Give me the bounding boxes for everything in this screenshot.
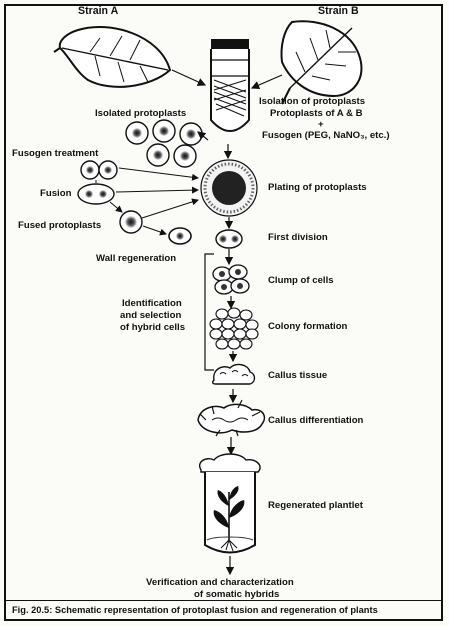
isolation-label-line1: Isolation of protoplasts [259, 96, 365, 107]
identification-line2: and selection [120, 310, 181, 321]
first-division-label: First division [268, 232, 328, 243]
strain-b-title: Strain B [318, 5, 359, 17]
fused-protoplast-cell [119, 210, 143, 234]
isolation-label-line2: Protoplasts of A & B [270, 108, 363, 119]
colony-cells [209, 307, 259, 350]
figure-caption: Fig. 20.5: Schematic representation of p… [12, 605, 378, 615]
clump-of-cells [212, 264, 250, 295]
identification-line3: of hybrid cells [120, 322, 185, 333]
leaf-a-icon [53, 26, 172, 88]
fusion-cells [77, 183, 115, 205]
plating-dish [200, 159, 258, 217]
wall-regeneration-label: Wall regeneration [96, 253, 176, 264]
fusogen-treatment-label: Fusogen treatment [12, 148, 99, 159]
figure-frame [4, 4, 443, 621]
strain-a-title: Strain A [78, 5, 119, 17]
callus-label: Callus tissue [268, 370, 327, 381]
callus-diff-label: Callus differentiation [268, 415, 364, 426]
identification-line1: Identification [122, 298, 182, 309]
caption-box [6, 600, 441, 619]
centrifuge-tube-icon [210, 39, 250, 132]
isolated-protoplasts-label: Isolated protoplasts [95, 108, 186, 119]
plus-label: + [318, 119, 324, 130]
leaf-b-icon [280, 20, 363, 105]
arrow-fused-to-wall [142, 225, 167, 236]
arrow-fusion [115, 186, 199, 194]
colony-label: Colony formation [268, 321, 348, 332]
plantlet-tube [199, 453, 261, 554]
arrow-fused [141, 198, 199, 219]
isolated-protoplasts-cluster [125, 119, 203, 168]
wall-regenerated-cell [168, 227, 192, 245]
arrow-leaf-a [171, 69, 207, 86]
verify-line1: Verification and characterization [146, 577, 294, 588]
plating-label: Plating of protoplasts [268, 182, 367, 193]
selection-bracket [204, 253, 214, 371]
fusion-label: Fusion [40, 188, 72, 199]
fused-protoplasts-label: Fused protoplasts [18, 220, 101, 231]
callus-tissue [212, 363, 256, 385]
fusogen-label: Fusogen (PEG, NaNO₃, etc.) [262, 130, 390, 141]
arrow-treatment [118, 167, 199, 181]
arrow-to-isolated [197, 131, 209, 141]
first-division-cell [215, 229, 243, 249]
callus-differentiation [197, 399, 266, 437]
plantlet-label: Regenerated plantlet [268, 500, 364, 511]
arrow-leaf-b [250, 74, 283, 89]
clump-label: Clump of cells [268, 275, 334, 286]
fusogen-treatment-cells [80, 160, 118, 180]
arrow-fusion-to-fused [109, 201, 123, 213]
verify-line2: of somatic hybrids [194, 589, 279, 600]
